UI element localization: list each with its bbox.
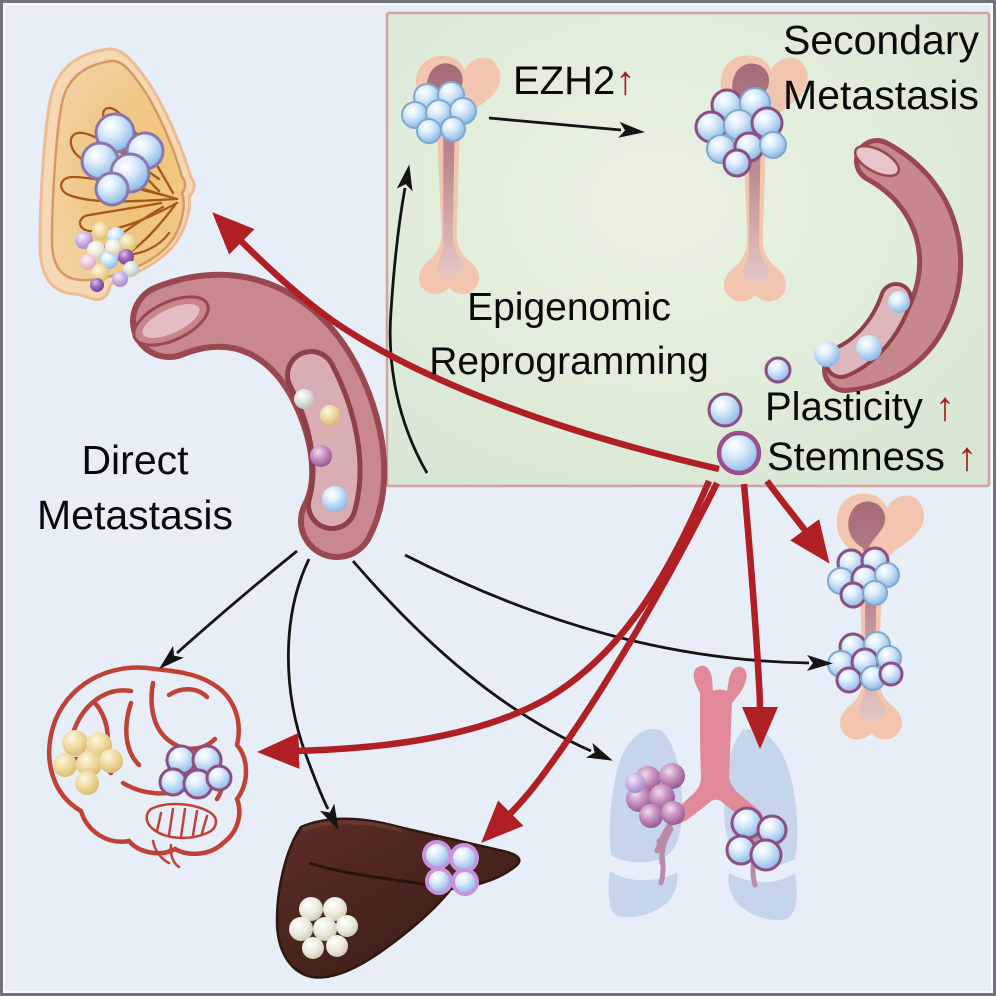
blood-vessel-with-circulating-tumor-cells-icon <box>130 271 388 560</box>
lung-blue-tumor-cluster <box>725 806 788 872</box>
brain-blue-tumor-cluster <box>158 744 233 800</box>
bone-right-lower-tumor-cluster <box>827 631 904 694</box>
panel-disseminating-cells <box>707 291 910 476</box>
illustration-canvas <box>38 11 991 979</box>
secondary-arrow-to-lungs <box>740 483 778 749</box>
arrow-intravasation-to-bone <box>388 164 429 474</box>
liver-blue-tumor-cluster <box>422 840 479 896</box>
ezh2-arrow <box>488 116 645 138</box>
direct-arrow-to-lungs <box>351 560 613 761</box>
direct-arrow-to-liver <box>287 558 339 831</box>
panel-bone-after-tumor-cluster <box>694 87 787 178</box>
ctc-gray-cell <box>294 389 314 409</box>
liver-white-tumor-cluster <box>289 897 358 959</box>
bone-right-upper-tumor-cluster <box>827 546 900 609</box>
lung-purple-tumor-cluster <box>625 763 685 828</box>
direct-arrow-to-brain <box>159 549 298 670</box>
ctc-yellow-cell <box>320 405 340 425</box>
secondary-arrow-to-brain <box>257 479 712 769</box>
breast-tumor-cluster <box>80 112 165 207</box>
bone-right-metastasis-icon <box>836 493 924 740</box>
secondary-arrow-to-bone <box>764 479 830 564</box>
cerebellum <box>145 802 218 840</box>
trachea <box>669 665 763 825</box>
secondary-arrow-to-liver <box>481 481 720 843</box>
breast-heterogeneous-cell-cluster <box>75 222 139 292</box>
ctc-purple-cell <box>310 445 332 467</box>
panel-bone-before-tumor-cluster <box>401 81 477 144</box>
secondary-arrow-to-breast <box>212 212 720 473</box>
brain-yellow-tumor-cluster <box>53 730 123 795</box>
ctc-blue-cell <box>322 486 348 512</box>
brainstem <box>151 839 181 869</box>
